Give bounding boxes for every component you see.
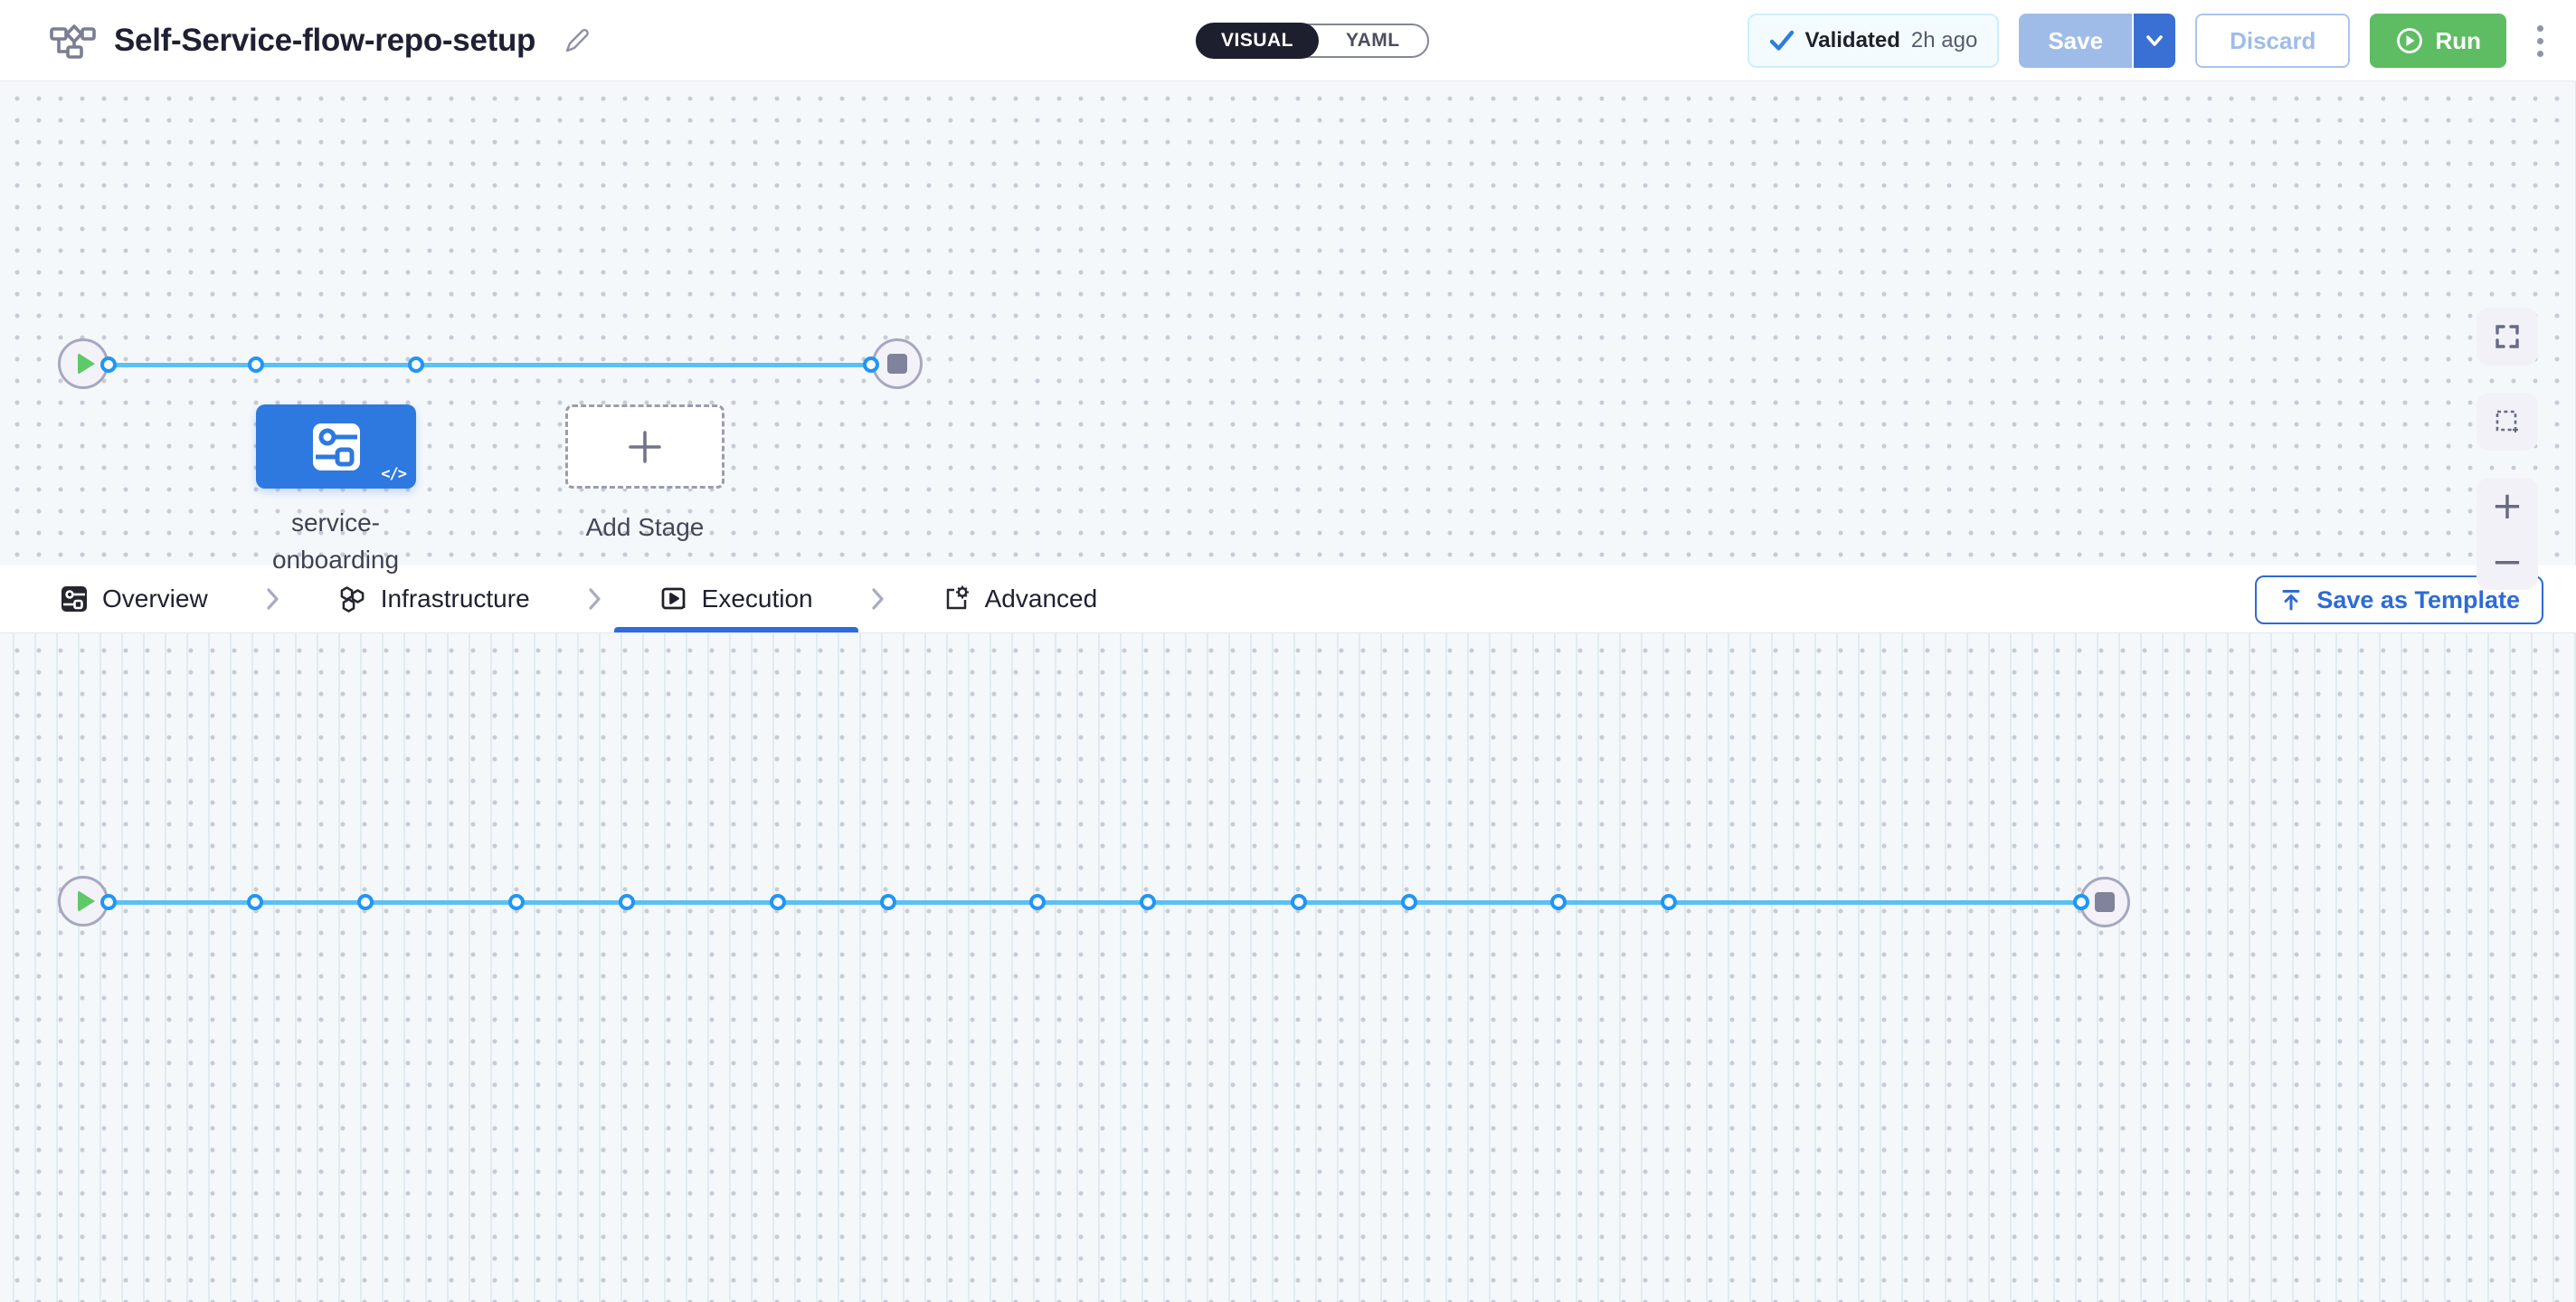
chevron-right-icon [266,565,279,632]
connector-port[interactable] [508,894,525,910]
pipeline-icon [49,23,96,59]
custom-stage-icon [310,421,363,473]
execution-icon [661,587,686,610]
save-split-button: Save [2019,14,2176,68]
connector-port[interactable] [1291,894,1307,910]
tab-label: Infrastructure [380,584,530,613]
validated-time: 2h ago [1910,28,1978,52]
overview-icon [62,586,87,612]
run-label: Run [2435,26,2481,54]
flow-start-node[interactable] [58,876,109,927]
tab-execution[interactable]: Execution [613,565,858,632]
flow-start-node[interactable] [58,338,109,389]
add-stage-label: Add Stage [585,513,705,541]
connector-line [90,900,2085,905]
edit-title-icon[interactable] [563,26,592,55]
run-button[interactable]: Run [2370,14,2506,68]
stage-label: service-onboarding [271,508,400,574]
validated-label: Validated [1804,28,1900,52]
stage-tabbar: Overview Infrastructure Execution [0,565,2576,633]
infrastructure-icon [340,586,365,613]
save-button[interactable]: Save [2019,14,2133,68]
chevron-down-icon [2145,33,2164,48]
connector-port[interactable] [100,356,117,373]
connector-port[interactable] [1401,894,1417,910]
connector-port[interactable] [1661,894,1677,910]
flow-end-node[interactable] [872,338,923,389]
play-circle-icon [2395,26,2424,55]
header-bar: Self-Service-flow-repo-setup VISUAL YAML… [0,0,2576,81]
chevron-right-icon [588,565,601,632]
zoom-out-button[interactable]: − [2491,539,2524,584]
stop-icon [887,354,907,374]
plus-icon [626,428,664,466]
stage-node-service-onboarding[interactable]: </> [256,404,416,489]
connector-port[interactable] [1550,894,1567,910]
code-badge: </> [381,465,407,483]
tab-label: Execution [701,584,813,613]
zoom-in-button[interactable]: + [2491,483,2524,527]
validated-badge: Validated 2h ago [1747,14,2000,68]
save-as-template-label: Save as Template [2316,585,2520,613]
connector-port[interactable] [408,356,424,373]
connector-port[interactable] [1029,894,1046,910]
tab-label: Overview [102,584,208,613]
play-icon [78,353,95,375]
connector-port[interactable] [770,894,786,910]
connector-port[interactable] [1140,894,1156,910]
toggle-visual[interactable]: VISUAL [1196,23,1320,59]
connector-line [90,363,874,367]
connector-port[interactable] [2073,894,2089,910]
toggle-yaml[interactable]: YAML [1346,30,1400,51]
connector-port[interactable] [863,356,879,373]
connector-port[interactable] [619,894,635,910]
save-dropdown-button[interactable] [2132,14,2176,68]
connector-port[interactable] [357,894,374,910]
marquee-select-button[interactable] [2477,393,2538,451]
add-stage-button[interactable] [565,404,724,489]
execution-canvas[interactable]: </> </> [0,633,2576,1302]
connector-port[interactable] [247,894,263,910]
chevron-right-icon [871,565,885,632]
zoom-controls: + − [2477,478,2538,590]
connector-port[interactable] [100,894,117,910]
connector-port[interactable] [248,356,264,373]
connector-port[interactable] [880,894,896,910]
tab-infrastructure[interactable]: Infrastructure [314,565,554,632]
tab-advanced[interactable]: Advanced [919,565,1122,632]
discard-button[interactable]: Discard [2195,14,2351,68]
play-icon [78,890,95,912]
tab-overview[interactable]: Overview [36,565,232,632]
page-title: Self-Service-flow-repo-setup [114,23,536,58]
advanced-icon [946,585,969,610]
stop-icon [2095,892,2115,912]
tab-label: Advanced [984,584,1098,613]
upload-icon [2278,587,2304,613]
stage-canvas[interactable]: </> service-onboarding Add Stage [0,81,2576,590]
fit-to-screen-button[interactable] [2477,308,2538,366]
visual-yaml-toggle[interactable]: VISUAL YAML [1196,23,1429,59]
check-icon [1769,29,1795,52]
more-options-button[interactable] [2532,20,2549,62]
